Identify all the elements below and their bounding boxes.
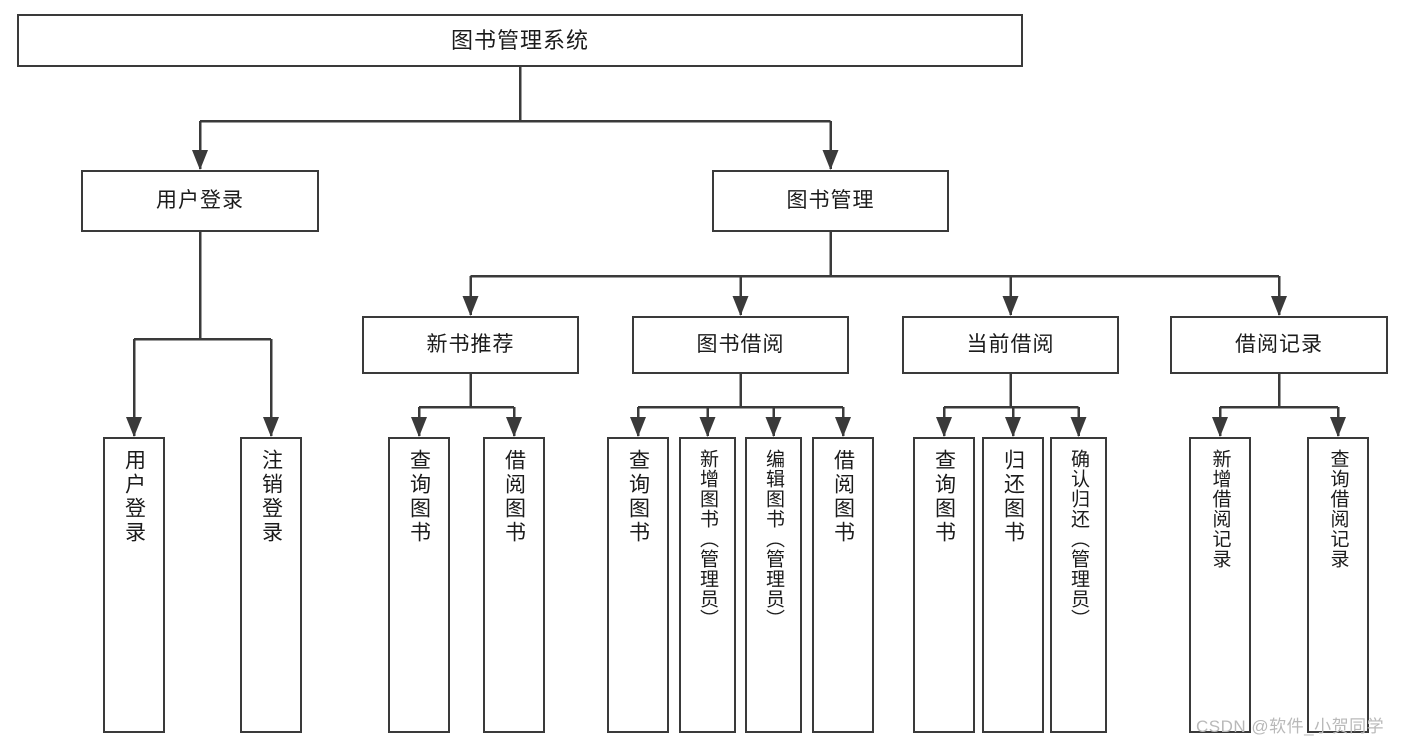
node-label: 用户登录 xyxy=(122,449,146,545)
node-leaf8: 借阅图书 xyxy=(812,437,874,733)
node-label: 查询图书 xyxy=(407,449,431,545)
node-label: 用户登录 xyxy=(156,188,244,212)
node-leaf13: 查询借阅记录 xyxy=(1307,437,1369,733)
node-newbook: 新书推荐 xyxy=(362,316,579,374)
node-label: 新书推荐 xyxy=(426,332,515,356)
node-root: 图书管理系统 xyxy=(17,14,1023,67)
node-label: 注销登录 xyxy=(259,449,283,545)
node-bookmgmt: 图书管理 xyxy=(712,170,949,232)
node-label: 借阅图书 xyxy=(831,449,855,545)
node-current: 当前借阅 xyxy=(902,316,1119,374)
node-leaf6: 新增图书（管理员） xyxy=(679,437,736,733)
node-label: 归还图书 xyxy=(1001,449,1025,545)
node-label: 编辑图书（管理员） xyxy=(763,449,784,629)
node-login: 用户登录 xyxy=(81,170,319,232)
node-leaf10: 归还图书 xyxy=(982,437,1044,733)
node-leaf2: 注销登录 xyxy=(240,437,302,733)
node-label: 图书管理系统 xyxy=(450,27,589,53)
node-label: 图书借阅 xyxy=(696,332,785,356)
node-leaf11: 确认归还（管理员） xyxy=(1050,437,1107,733)
node-label: 借阅图书 xyxy=(502,449,526,545)
node-leaf9: 查询图书 xyxy=(913,437,975,733)
node-leaf3: 查询图书 xyxy=(388,437,450,733)
node-label: 查询图书 xyxy=(932,449,956,545)
node-label: 查询借阅记录 xyxy=(1327,449,1349,569)
node-label: 当前借阅 xyxy=(966,332,1055,356)
node-label: 新增图书（管理员） xyxy=(697,449,718,629)
node-label: 图书管理 xyxy=(786,188,875,212)
node-records: 借阅记录 xyxy=(1170,316,1388,374)
node-leaf7: 编辑图书（管理员） xyxy=(745,437,802,733)
node-leaf5: 查询图书 xyxy=(607,437,669,733)
node-label: 借阅记录 xyxy=(1235,332,1323,356)
node-leaf4: 借阅图书 xyxy=(483,437,545,733)
node-leaf12: 新增借阅记录 xyxy=(1189,437,1251,733)
node-label: 新增借阅记录 xyxy=(1209,449,1231,569)
node-leaf1: 用户登录 xyxy=(103,437,165,733)
node-label: 查询图书 xyxy=(626,449,650,545)
node-label: 确认归还（管理员） xyxy=(1068,449,1089,629)
node-borrow: 图书借阅 xyxy=(632,316,849,374)
